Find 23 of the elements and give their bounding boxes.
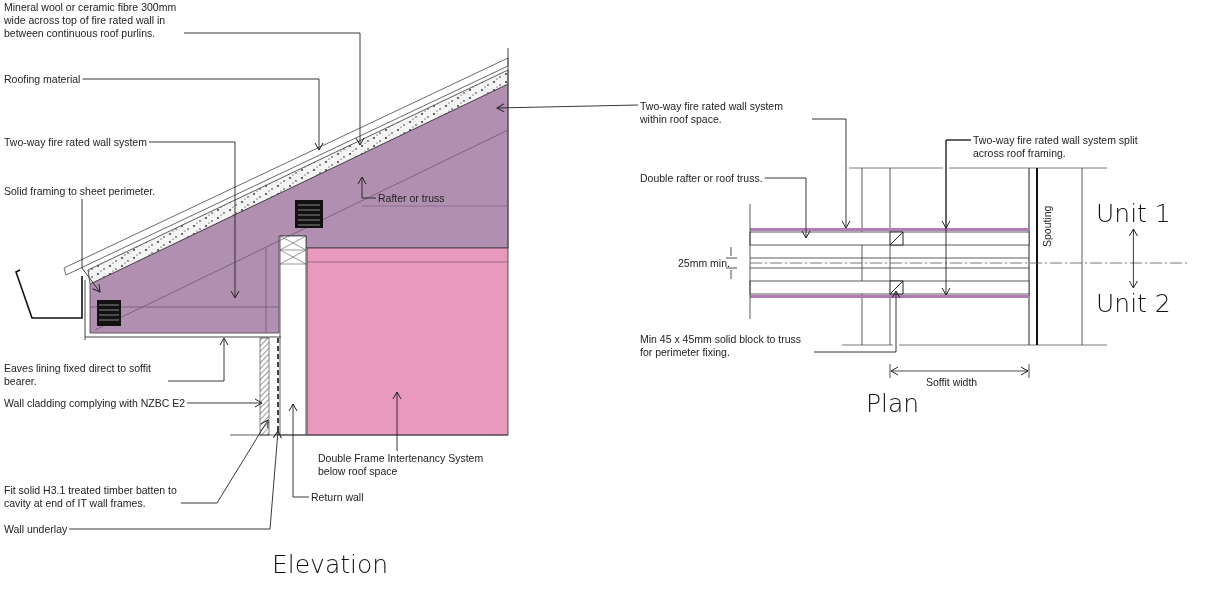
unit-label: Unit 1 <box>1096 200 1171 228</box>
dimension-label: 25mm min. <box>678 257 730 270</box>
annotation-text: Double Frame Intertenancy System below roof space <box>318 452 488 478</box>
annotation-text: Solid framing to sheet perimeter. <box>4 185 156 198</box>
double-arrow <box>1128 228 1138 289</box>
annotation-text: Fit solid H3.1 treated timber batten to cavity at end of IT wall frames. <box>4 484 179 510</box>
annotation-text: Mineral wool or ceramic fibre 300mm wide across top of fire rated wall in between continuous roof purlins. <box>4 1 182 40</box>
annotation-text: Eaves lining fixed direct to soffit bearer. <box>4 362 166 388</box>
annotation-text: Roofing material <box>4 73 81 86</box>
annotation-text: Two-way fire rated wall system split across roof framing. <box>973 134 1148 160</box>
annotation-text: Two-way fire rated wall system <box>4 136 147 149</box>
annotation-text: Return wall <box>311 491 364 504</box>
annotation-text: Wall cladding complying with NZBC E2 <box>4 397 186 410</box>
spouting-label: Spouting <box>1041 205 1054 247</box>
annotation-text: Two-way fire rated wall system within roof space. <box>640 100 810 126</box>
view-title: Elevation <box>272 551 389 579</box>
dimension-label: Soffit width <box>926 376 978 389</box>
annotation-text: Double rafter or roof truss. <box>640 172 763 185</box>
unit-label: Unit 2 <box>1096 290 1171 318</box>
annotation-text: Min 45 x 45mm solid block to truss for perimeter fixing. <box>640 333 812 359</box>
annotation-text: Rafter or truss <box>378 192 445 205</box>
view-title: Plan <box>866 390 920 418</box>
annotation-text: Wall underlay <box>4 523 68 536</box>
